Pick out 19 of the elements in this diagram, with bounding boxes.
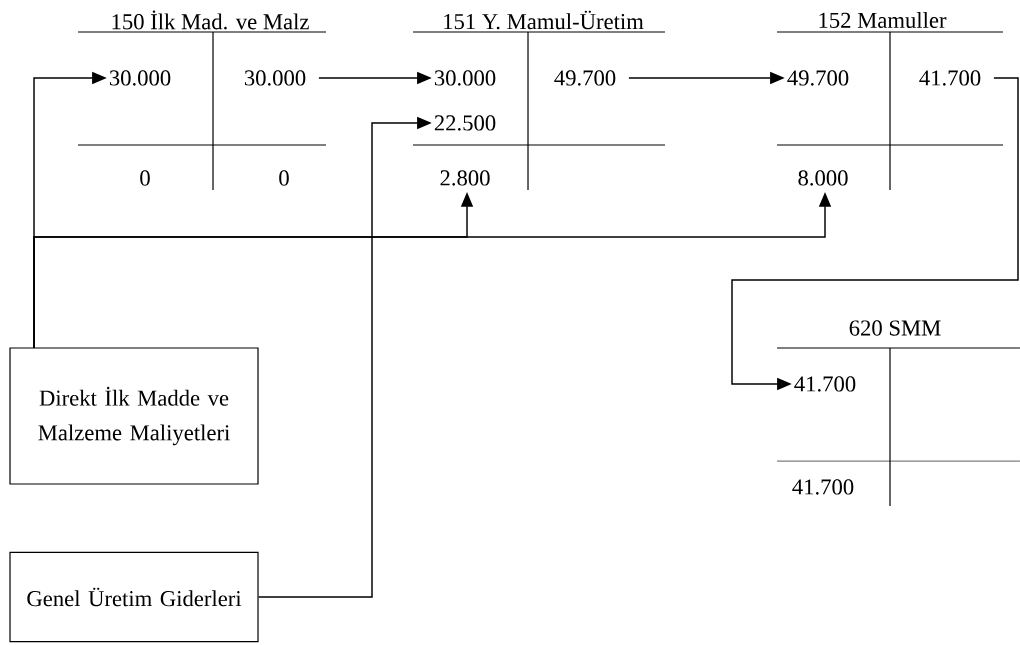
account-amount: 30.000: [109, 70, 171, 86]
account-amount: 0: [279, 170, 289, 186]
account-amount: 41.700: [792, 479, 854, 495]
account-title: 150 İlk Mad. ve Malz: [112, 10, 309, 30]
account-amount: 8.000: [798, 170, 848, 186]
account-amount: 22.500: [434, 115, 496, 131]
account-amount: 41.700: [794, 376, 856, 392]
account-amount: 30.000: [244, 70, 306, 86]
account-amount: 41.700: [919, 70, 981, 86]
account-title: 152 Mamuller: [819, 12, 947, 28]
text-box: Genel Üretim Giderleri: [9, 551, 259, 643]
account-amount: 49.700: [554, 70, 616, 86]
account-amount: 0: [140, 170, 150, 186]
account-amount: 2.800: [440, 170, 490, 186]
account-title: 620 SMM: [849, 320, 941, 336]
account-title: 151 Y. Mamul-Üretim: [444, 10, 644, 30]
text-box: Direkt İlk Madde ve Malzeme Maliyetleri: [9, 347, 259, 485]
account-amount: 49.700: [787, 70, 849, 86]
account-amount: 30.000: [434, 70, 496, 86]
